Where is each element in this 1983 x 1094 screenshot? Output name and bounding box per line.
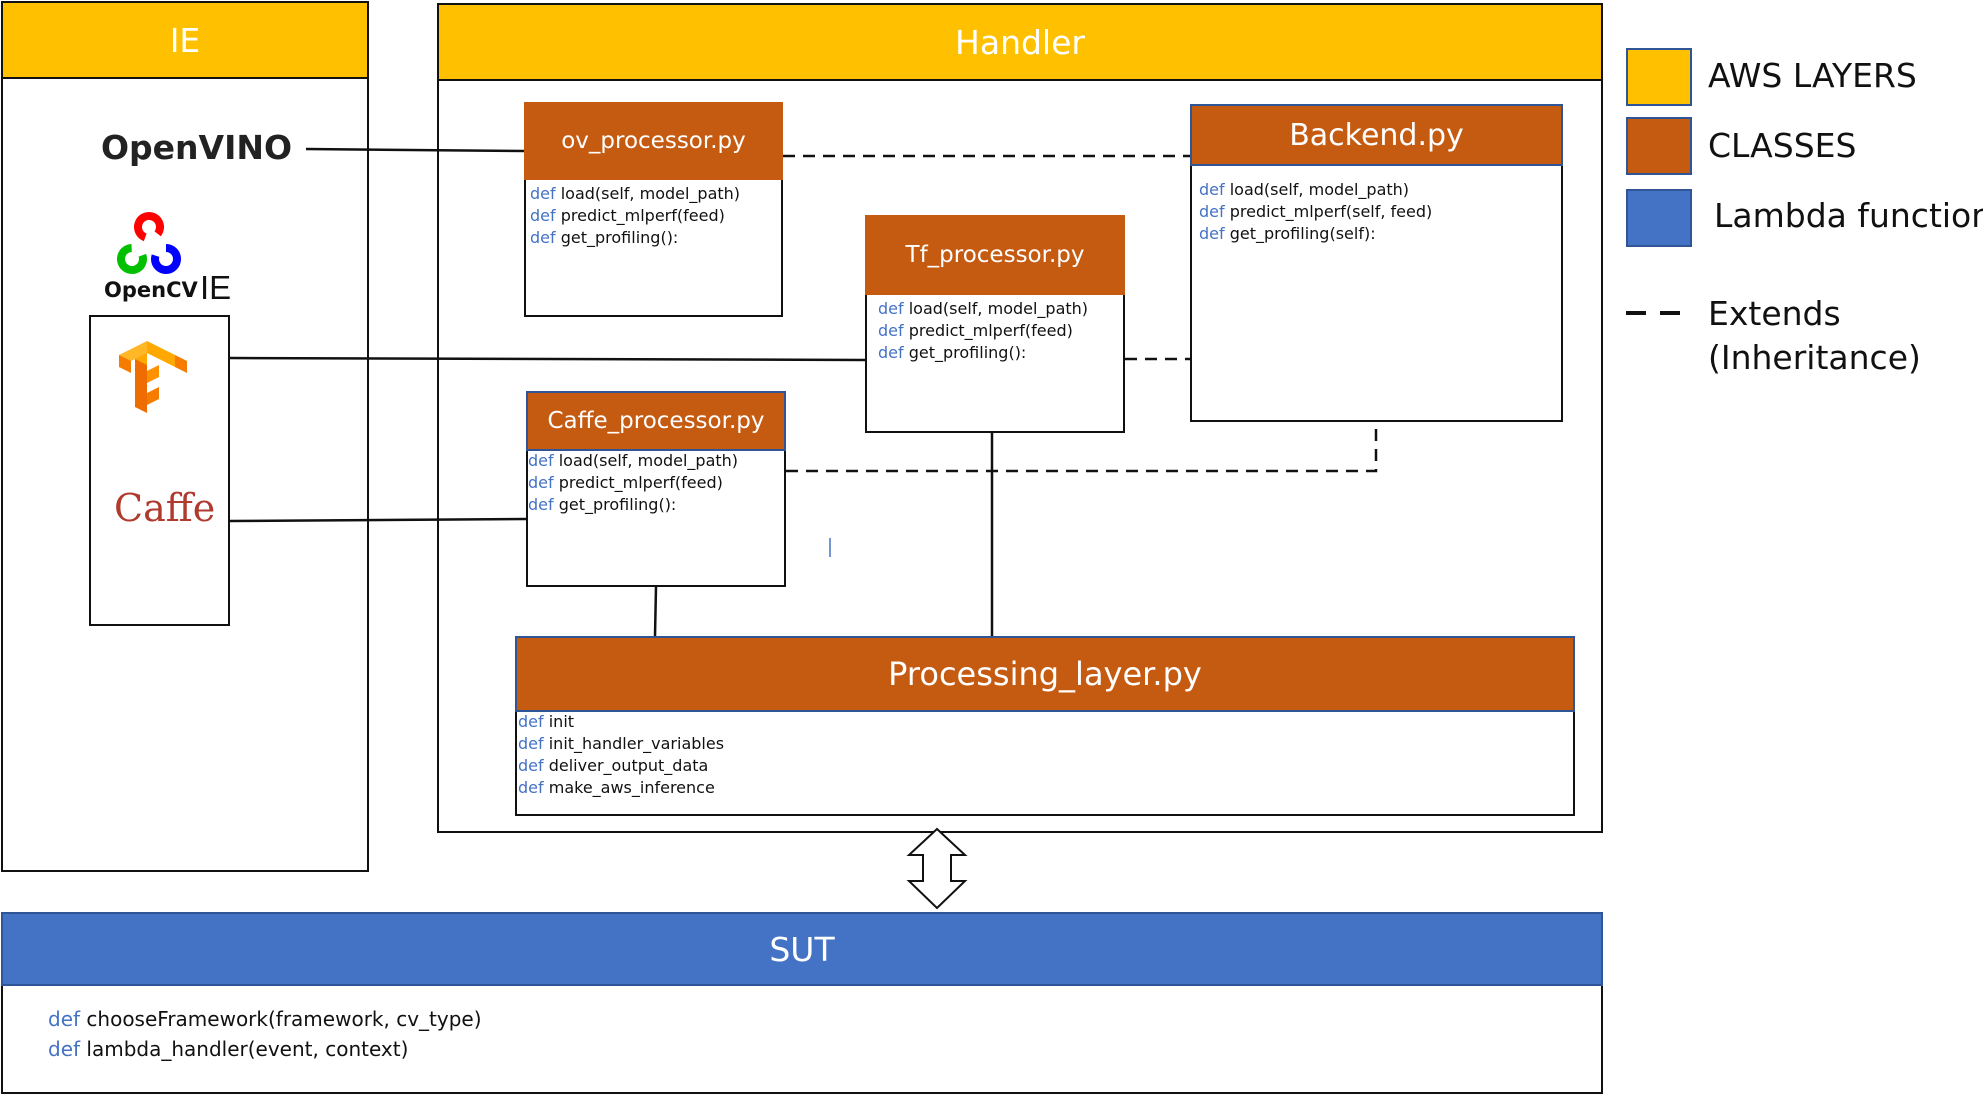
- method-line: def get_profiling(self):: [1199, 224, 1376, 243]
- caffe-processor-extends-backend-line: [786, 422, 1378, 473]
- method-line: def make_aws_inference: [518, 778, 715, 797]
- legend-lambda-label: Lambda function: [1714, 196, 1983, 235]
- method-line: def load(self, model_path): [528, 451, 739, 470]
- tensorflow-to-tf-processor-line: [229, 356, 866, 362]
- sut-methods: def chooseFramework(framework, cv_type) …: [48, 1004, 482, 1064]
- ov-processor-methods: def load(self, model_path) def predict_m…: [530, 183, 740, 249]
- method-line: def predict_mlperf(feed): [528, 473, 723, 492]
- legend-classes-label: CLASSES: [1708, 126, 1857, 165]
- legend-inheritance-label: (Inheritance): [1708, 338, 1921, 377]
- caffe-processor-methods: def load(self, model_path) def predict_m…: [528, 450, 738, 516]
- method-line: def init_handler_variables: [518, 734, 725, 753]
- backend-title: Backend.py: [1289, 117, 1464, 153]
- tf-processor-title: Tf_processor.py: [905, 242, 1085, 268]
- processing-layer-title: Processing_layer.py: [888, 655, 1202, 693]
- legend-aws-layers-label: AWS LAYERS: [1708, 56, 1917, 95]
- legend-dashed-line-icon: [1626, 311, 1686, 315]
- caffe-logo-text: Caffe: [114, 486, 216, 530]
- opencv-logo: OpenCV IE: [98, 210, 258, 306]
- function-line: def chooseFramework(framework, cv_type): [48, 1007, 482, 1031]
- ov-processor-title: ov_processor.py: [561, 128, 746, 154]
- handler-sut-double-arrow: [906, 827, 968, 910]
- method-line: def get_profiling():: [878, 343, 1027, 362]
- tf-processor-header: Tf_processor.py: [865, 215, 1125, 295]
- processing-layer-header: Processing_layer.py: [515, 636, 1575, 712]
- legend-extends-label: Extends: [1708, 294, 1841, 333]
- backend-header: Backend.py: [1190, 104, 1563, 166]
- caffe-processor-header: Caffe_processor.py: [526, 391, 786, 451]
- opencv-logo-text: OpenCV: [104, 278, 198, 302]
- method-line: def get_profiling():: [530, 228, 679, 247]
- opencv-rings-icon: [117, 212, 181, 274]
- ov-processor-header: ov_processor.py: [524, 102, 783, 180]
- tf-processor-methods: def load(self, model_path) def predict_m…: [878, 298, 1088, 364]
- framework-logo-box: [89, 315, 230, 626]
- caffe-to-caffe-processor-line: [229, 517, 527, 523]
- function-line: def lambda_handler(event, context): [48, 1037, 409, 1061]
- method-line: def deliver_output_data: [518, 756, 709, 775]
- handler-layer-title: Handler: [955, 22, 1085, 62]
- backend-methods: def load(self, model_path) def predict_m…: [1199, 179, 1432, 245]
- legend-aws-layers-swatch: [1626, 48, 1692, 106]
- sut-layer-header: SUT: [1, 912, 1603, 986]
- openvino-logo-text: OpenVINO: [101, 128, 293, 167]
- method-line: def load(self, model_path): [530, 184, 741, 203]
- method-line: def predict_mlperf(feed): [530, 206, 725, 225]
- sut-layer-title: SUT: [769, 929, 835, 969]
- method-line: def get_profiling():: [528, 495, 677, 514]
- caffe-processor-to-processing-line: [653, 586, 658, 637]
- method-line: def predict_mlperf(feed): [878, 321, 1073, 340]
- openvino-to-ov-processor-line: [305, 147, 525, 153]
- method-line: def init: [518, 712, 575, 731]
- method-line: def predict_mlperf(self, feed): [1199, 202, 1433, 221]
- tensorflow-logo-icon: [119, 341, 187, 413]
- method-line: def load(self, model_path): [878, 299, 1089, 318]
- processing-layer-methods: def init def init_handler_variables def …: [518, 711, 724, 799]
- ie-layer-header: IE: [1, 1, 369, 79]
- caffe-processor-title: Caffe_processor.py: [547, 408, 765, 434]
- method-line: def load(self, model_path): [1199, 180, 1410, 199]
- legend-lambda-swatch: [1626, 189, 1692, 247]
- ie-layer-title: IE: [169, 20, 201, 60]
- legend-classes-swatch: [1626, 117, 1692, 175]
- opencv-ie-suffix: IE: [200, 269, 232, 306]
- handler-layer-header: Handler: [437, 3, 1603, 81]
